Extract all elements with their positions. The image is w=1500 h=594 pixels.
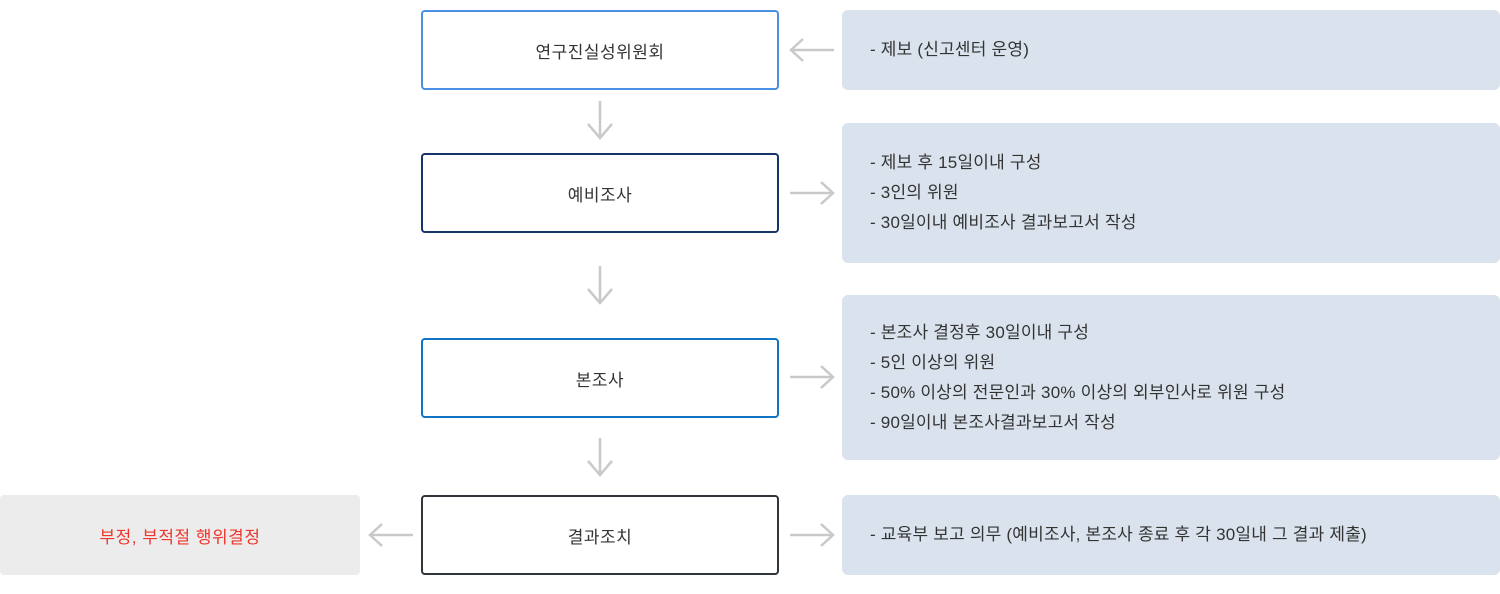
node-committee: 연구진실성위원회 [421,10,779,90]
note-line: - 교육부 보고 의무 (예비조사, 본조사 종료 후 각 30일내 그 결과 … [870,525,1367,544]
note-line: - 제보 후 15일이내 구성 [870,153,1042,172]
note-report: - 제보 (신고센터 운영) [842,10,1500,90]
note-result-action: - 교육부 보고 의무 (예비조사, 본조사 종료 후 각 30일내 그 결과 … [842,495,1500,575]
note-line: - 30일이내 예비조사 결과보고서 작성 [870,213,1137,232]
note-preliminary-investigation: - 제보 후 15일이내 구성 - 3인의 위원 - 30일이내 예비조사 결과… [842,123,1500,263]
arrow-down-icon [584,264,616,306]
arrow-left-icon [366,519,416,551]
arrow-down-icon [584,99,616,141]
node-main-investigation: 본조사 [421,338,779,418]
result-label: 부정, 부적절 행위결정 [99,527,261,547]
note-main-investigation: - 본조사 결정후 30일이내 구성 - 5인 이상의 위원 - 50% 이상의… [842,295,1500,460]
note-line: - 본조사 결정후 30일이내 구성 [870,322,1090,342]
node-preliminary-investigation: 예비조사 [421,153,779,233]
note-line: - 3인의 위원 [870,183,959,202]
arrow-right-icon [787,361,837,393]
node-committee-label: 연구진실성위원회 [535,42,665,62]
note-line: - 제보 (신고센터 운영) [870,40,1030,59]
result-box-misconduct-decision: 부정, 부적절 행위결정 [0,495,360,575]
note-line: - 90일이내 본조사결과보고서 작성 [870,412,1116,432]
arrow-right-icon [787,519,837,551]
arrow-down-icon [584,436,616,478]
arrow-left-icon [787,34,837,66]
node-result-action: 결과조치 [421,495,779,575]
node-main-label: 본조사 [575,370,625,390]
node-action-label: 결과조치 [567,527,633,547]
note-line: - 5인 이상의 위원 [870,352,996,372]
note-line: - 50% 이상의 전문인과 30% 이상의 외부인사로 위원 구성 [870,382,1286,402]
node-preliminary-label: 예비조사 [567,185,633,205]
arrow-right-icon [787,177,837,209]
